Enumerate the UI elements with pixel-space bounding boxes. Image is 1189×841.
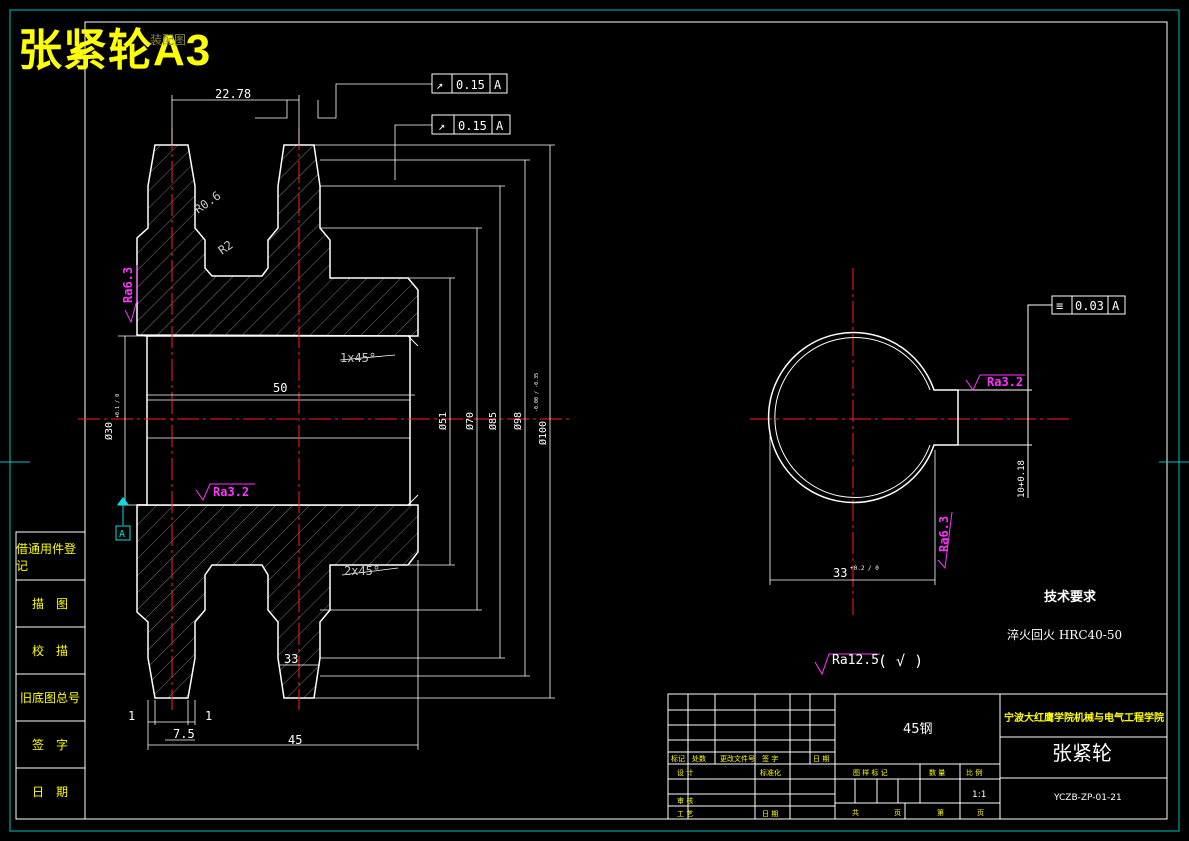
tb-h-sign: 签 字 <box>762 754 778 763</box>
symmetry-value: 0.03 <box>1075 299 1104 313</box>
side-label-4: 签 字 <box>31 738 68 752</box>
tb-school: 宁波大红鹰学院机械与电气工程学院 <box>1004 711 1164 724</box>
tolerance-frames <box>431 73 1126 498</box>
runout2-symbol: ↗ <box>438 119 445 133</box>
dimension-lines <box>118 83 555 750</box>
lower-section <box>136 504 419 699</box>
side-panel-rows <box>16 579 85 769</box>
title-block-lines <box>667 693 1168 820</box>
runout2-datum: A <box>496 119 504 133</box>
tb-part-name: 张紧轮 <box>1052 741 1112 765</box>
dim-1-right: 1 <box>205 709 212 723</box>
symmetry-datum: A <box>1112 299 1120 313</box>
inner-frame <box>84 21 1168 820</box>
tb-h-craft: 工 艺 <box>677 810 693 818</box>
tb-h-date: 日 期 <box>813 755 829 763</box>
center-lines <box>78 128 1070 710</box>
dim-7-5: 7.5 <box>173 727 195 741</box>
roughness-bore: Ra3.2 <box>213 485 249 499</box>
datum-triangle <box>117 497 129 505</box>
upper-section <box>136 144 419 337</box>
symmetry-symbol: ≡ <box>1056 299 1063 313</box>
dim-33-tol: +0.2 / 0 <box>850 565 879 572</box>
dim-22-78: 22.78 <box>215 87 251 101</box>
tb-h-no: 第 <box>937 808 944 817</box>
tb-material: 45钢 <box>903 722 933 737</box>
dim-d30: Ø30 <box>103 422 115 440</box>
tech-heading: 技术要求 <box>1044 589 1097 605</box>
dim-33-small: 33 <box>284 652 298 666</box>
tb-h-page2: 页 <box>977 809 984 817</box>
runout2-value: 0.15 <box>458 119 487 133</box>
chamfer-1: 1x45° <box>340 351 376 365</box>
side-panel-frame <box>15 531 86 820</box>
tb-h-design: 设 计 <box>677 768 693 777</box>
dim-d30-tol: +0.1 / 0 <box>115 394 121 418</box>
roughness-left: Ra6.3 <box>121 267 135 303</box>
sheet-title: 张紧轮A3 <box>18 26 212 75</box>
tech-line1: 淬火回火 HRC40-50 <box>1007 627 1122 642</box>
dim-d98: Ø98 <box>512 412 524 430</box>
runout1-datum: A <box>494 78 502 92</box>
dim-d51: Ø51 <box>437 412 449 430</box>
tb-h-date2: 日 期 <box>762 810 778 818</box>
tb-h-stage: 图 样 标 记 <box>853 768 888 777</box>
radius-r2: R2 <box>216 238 236 258</box>
tb-h-count: 处数 <box>692 754 706 763</box>
tb-scale: 1:1 <box>972 790 986 800</box>
dim-33-key: 33 <box>833 566 847 580</box>
tb-h-review: 审 核 <box>677 796 693 805</box>
tb-h-mark: 标记 <box>671 754 685 763</box>
roughness-symbols <box>124 265 1025 676</box>
faint-watermark: 装配图 <box>150 33 187 47</box>
end-view <box>767 331 959 585</box>
tb-h-total: 共 <box>852 808 859 817</box>
tb-h-weight: 数 量 <box>929 768 945 777</box>
tb-drawing-no: YCZB-ZP-01-21 <box>1053 793 1122 803</box>
datum-label: A <box>119 529 125 540</box>
side-label-2: 校 描 <box>31 644 68 658</box>
dim-45: 45 <box>288 733 302 747</box>
dim-d100-tol: -0.00 / -0.35 <box>534 373 540 412</box>
outer-frame <box>9 9 1180 832</box>
radius-r06: R0.6 <box>192 188 224 216</box>
side-label-1: 描 图 <box>31 597 68 611</box>
tb-h-doc: 更改文件号 <box>720 754 755 763</box>
side-label-3: 旧底图总号 <box>19 691 80 705</box>
runout1-value: 0.15 <box>456 78 485 92</box>
roughness-key-side: Ra6.3 <box>937 516 951 552</box>
roughness-general-paren: ( √ ) <box>878 652 923 670</box>
chamfer-2: 2x45° <box>344 564 380 578</box>
roughness-key: Ra3.2 <box>987 375 1023 389</box>
keyway-outline <box>767 331 959 504</box>
dim-d100: Ø100 <box>537 421 549 445</box>
side-label-0: 借通用件登记 <box>16 541 77 573</box>
dim-1-left: 1 <box>128 709 135 723</box>
dim-50: 50 <box>273 381 287 395</box>
dim-d85: Ø85 <box>487 412 499 430</box>
roughness-general: Ra12.5 <box>832 653 879 668</box>
runout1-symbol: ↗ <box>436 78 443 92</box>
dim-d70: Ø70 <box>464 412 476 430</box>
tb-h-scale: 比 例 <box>966 768 982 777</box>
dim-10: 10+0.18 <box>1017 460 1027 498</box>
side-label-5: 日 期 <box>31 785 68 799</box>
sprocket-section <box>136 144 419 699</box>
tb-h-std: 标准化 <box>760 768 781 777</box>
bore <box>146 335 411 506</box>
tb-h-page: 页 <box>894 809 901 817</box>
